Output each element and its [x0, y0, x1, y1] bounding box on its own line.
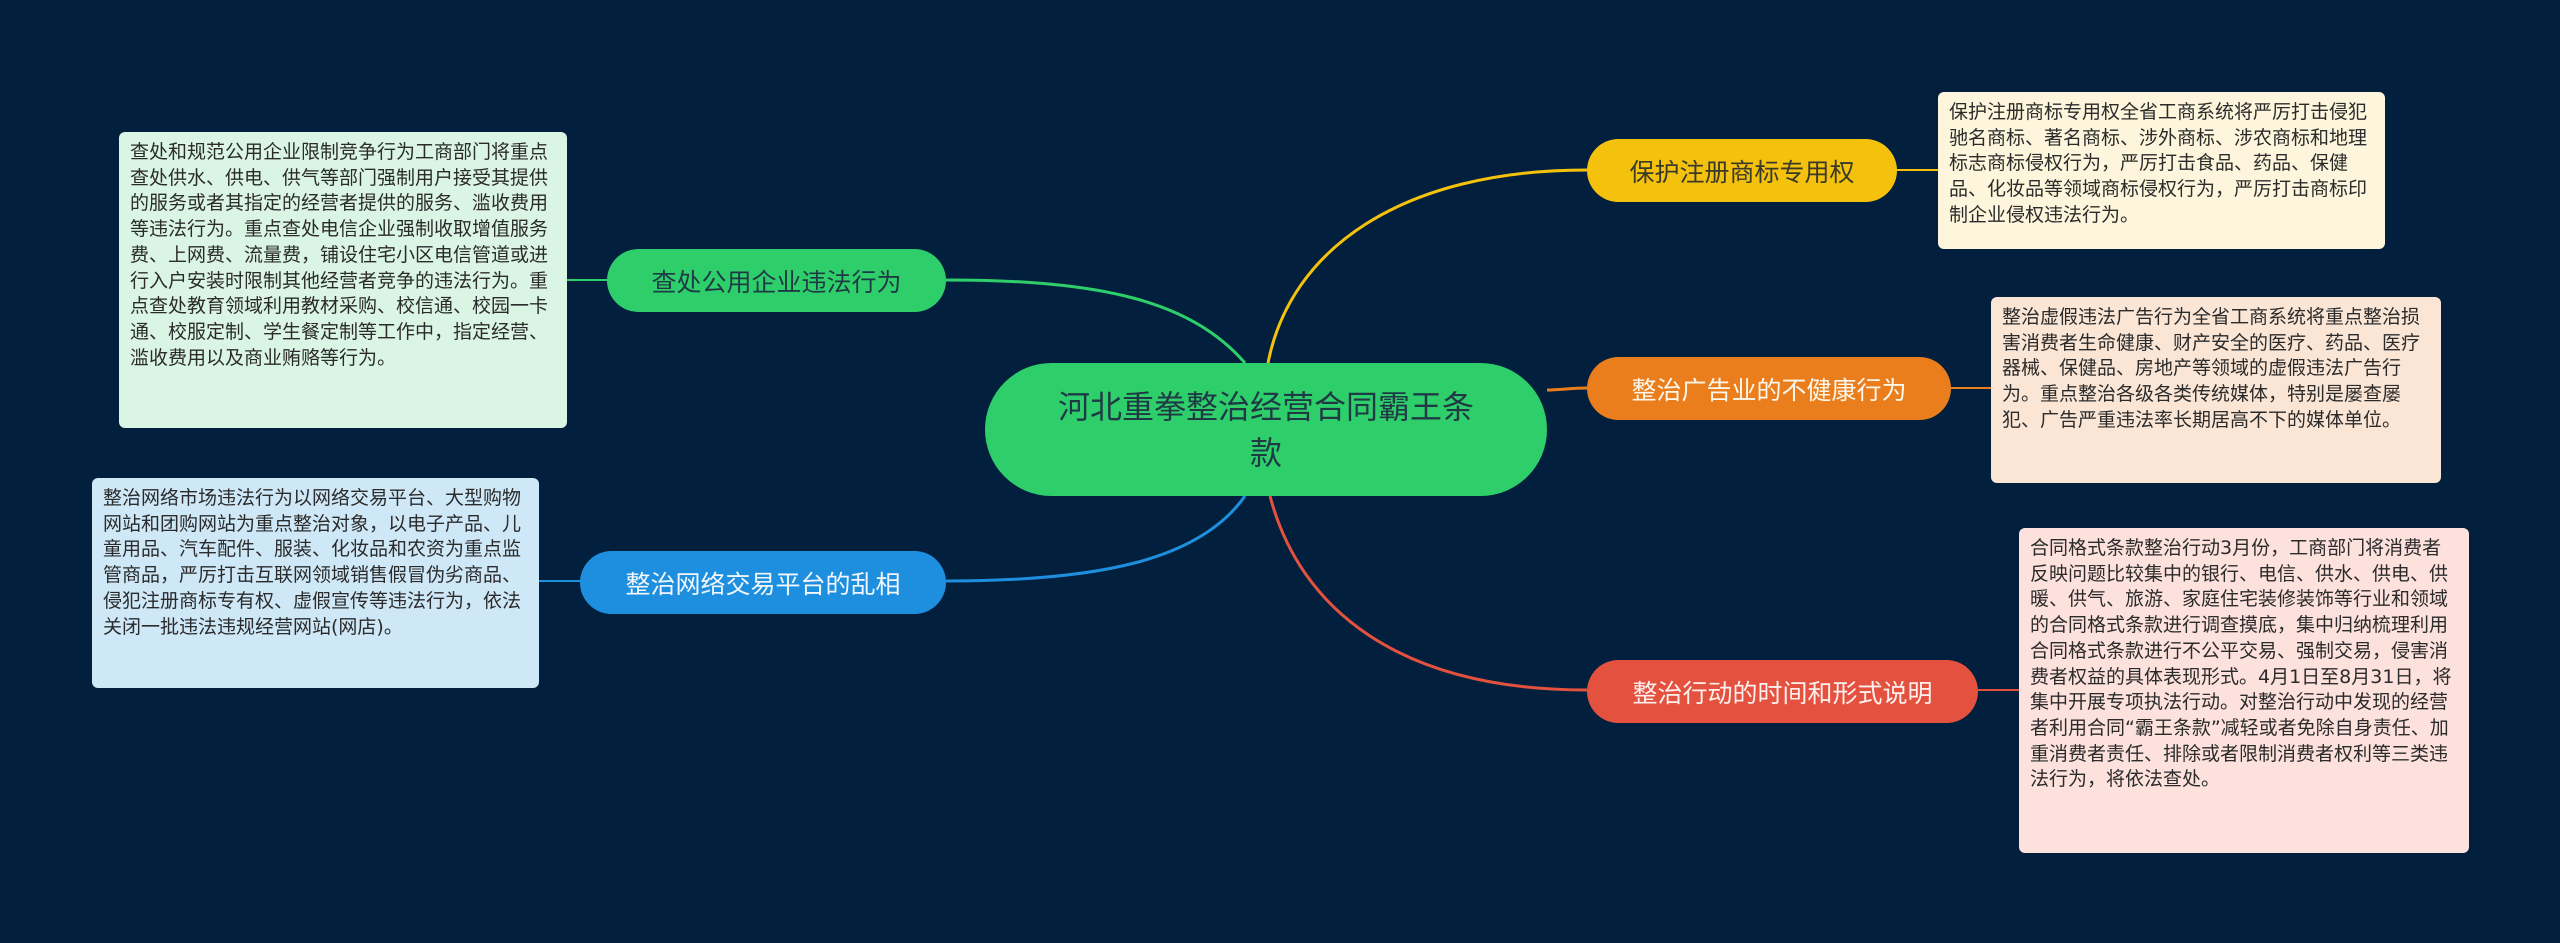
connector-center-trademark [1266, 168, 1588, 364]
connector-center-utility [945, 278, 1247, 364]
branch-timing-label: 整治行动的时间和形式说明 [1632, 678, 1933, 708]
branch-advertising-label: 整治广告业的不健康行为 [1631, 375, 1907, 405]
central-topic-title: 河北重拳整治经营合同霸王条款 [1057, 387, 1474, 472]
branch-advertising[interactable]: 整治广告业的不健康行为 [1587, 357, 1951, 420]
note-trademark: 保护注册商标专用权全省工商系统将严厉打击侵犯驰名商标、著名商标、涉外商标、涉农商… [1938, 92, 2385, 249]
note-online: 整治网络市场违法行为以网络交易平台、大型购物网站和团购网站为重点整治对象，以电子… [92, 478, 539, 688]
central-topic[interactable]: 河北重拳整治经营合同霸王条款 [985, 363, 1547, 496]
branch-utility[interactable]: 查处公用企业违法行为 [607, 249, 946, 312]
note-timing: 合同格式条款整治行动3月份，工商部门将消费者反映问题比较集中的银行、电信、供水、… [2019, 528, 2469, 853]
note-utility: 查处和规范公用企业限制竞争行为工商部门将重点查处供水、供电、供气等部门强制用户接… [119, 132, 567, 428]
branch-trademark[interactable]: 保护注册商标专用权 [1587, 139, 1897, 202]
connector-center-advertising [1546, 386, 1588, 392]
connector-center-timing [1268, 495, 1588, 692]
branch-timing[interactable]: 整治行动的时间和形式说明 [1587, 660, 1978, 723]
branch-trademark-label: 保护注册商标专用权 [1629, 157, 1855, 187]
branch-online-label: 整治网络交易平台的乱相 [625, 569, 901, 599]
branch-utility-label: 查处公用企业违法行为 [651, 267, 902, 297]
branch-online[interactable]: 整治网络交易平台的乱相 [580, 551, 946, 614]
note-advertising: 整治虚假违法广告行为全省工商系统将重点整治损害消费者生命健康、财产安全的医疗、药… [1991, 297, 2441, 483]
connector-center-online [945, 495, 1247, 583]
